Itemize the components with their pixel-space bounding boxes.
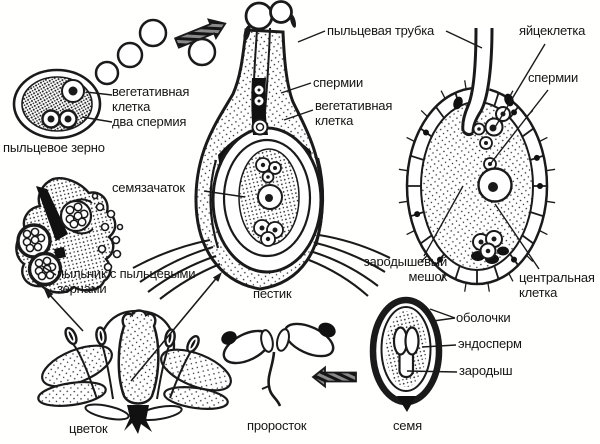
label-pollen-tube: пыльцевая трубка	[327, 23, 435, 38]
pistil-figure	[132, 0, 391, 300]
label-embryo-sac: зародышевый мешок	[363, 254, 447, 284]
pollination-arrow-icon	[173, 18, 227, 49]
label-vegetative-cell-pollen: вегетативная клетка	[112, 84, 190, 114]
pollen-grain-figure	[12, 68, 102, 140]
label-sperm-in-tube: спермии	[313, 75, 364, 90]
germination-arrow-icon	[311, 365, 357, 389]
seedling-figure	[221, 322, 336, 407]
label-seed: семя	[393, 418, 422, 433]
label-ovule: семязачаток	[112, 180, 185, 195]
label-leader-lines	[41, 30, 549, 373]
label-flower: цветок	[69, 421, 108, 436]
pollen-grains-scatter	[94, 18, 217, 86]
flower-to-pistil-arrow	[130, 272, 222, 382]
label-endosperm: эндосперм	[458, 336, 522, 351]
label-pollen-grain: пыльцевое зерно	[3, 140, 105, 155]
seed-figure	[369, 296, 443, 412]
label-two-sperm: два спермия	[112, 114, 187, 129]
flower-to-anther-arrow	[44, 289, 84, 332]
label-central-cell: центральная клетка	[519, 270, 595, 300]
anther-figure	[15, 177, 124, 294]
flower-figure	[37, 309, 232, 434]
label-seed-coats: оболочки	[456, 310, 511, 325]
label-seedling: проросток	[247, 418, 307, 433]
label-anther: пыльник с пыльцевыми зернами	[57, 266, 196, 296]
label-vegetative-cell-tube: вегетативная клетка	[315, 98, 393, 128]
label-pistil: пестик	[253, 286, 292, 301]
label-sperm-in-sac: спермии	[528, 70, 579, 85]
label-embryo: зародыш	[459, 363, 513, 378]
label-egg-cell: яйцеклетка	[519, 23, 586, 38]
